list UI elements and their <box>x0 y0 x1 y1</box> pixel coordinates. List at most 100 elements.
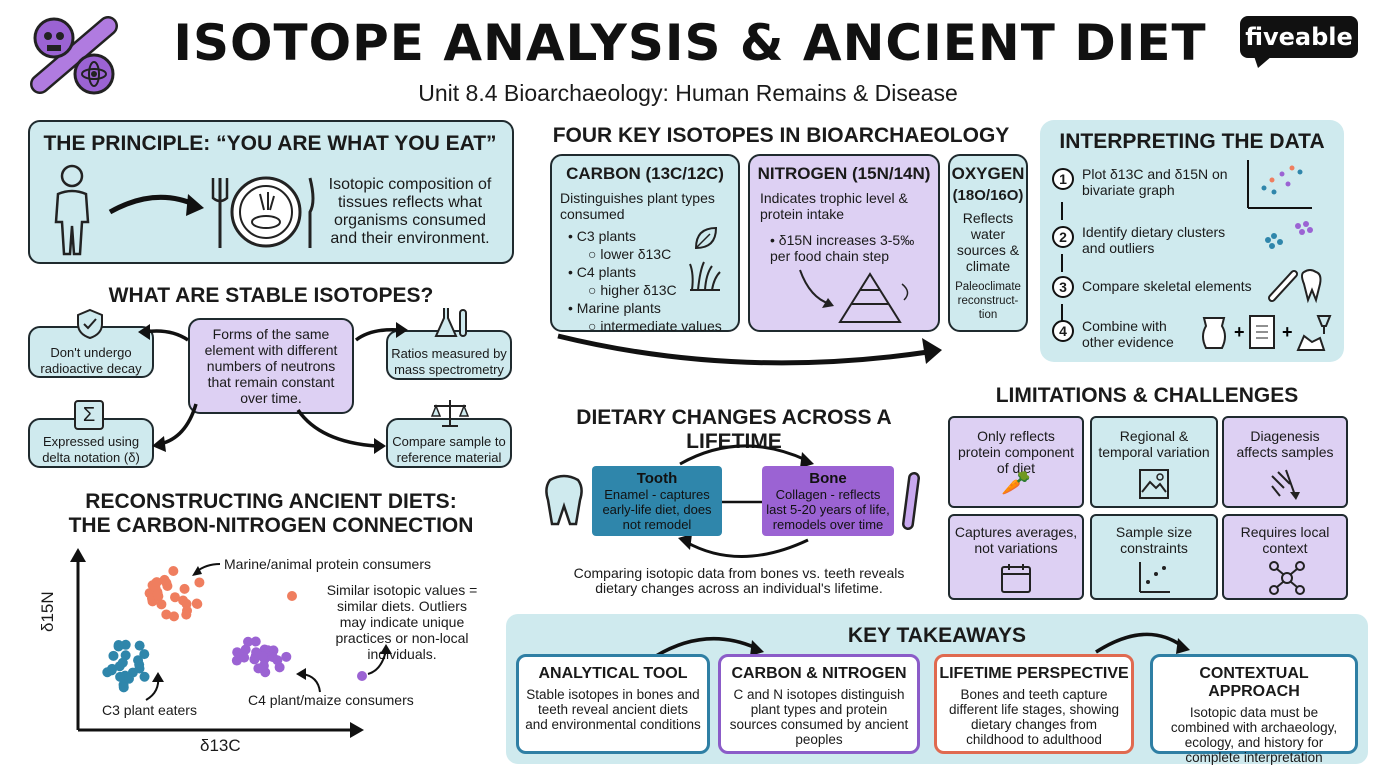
step-text: Plot δ13C and δ15N on bivariate graph <box>1082 166 1228 198</box>
c4-point <box>239 652 250 663</box>
takeaway-text: Stable isotopes in bones and teeth revea… <box>525 687 701 732</box>
takeaway-title: CONTEXTUAL APPROACH <box>1199 665 1309 700</box>
page-subtitle: Unit 8.4 Bioarchaeology: Human Remains &… <box>418 80 958 106</box>
bone-box: Bone Collagen - reflects last 5-20 years… <box>762 466 894 536</box>
nitrogen-bullet: • δ15N increases 3-5‰ per food chain ste… <box>770 232 915 264</box>
brand-badge: fiveable <box>1240 16 1358 68</box>
four-title: FOUR KEY ISOTOPES IN BIOARCHAEOLOGY <box>552 124 1010 147</box>
tooth-box: Tooth Enamel - captures early-life diet,… <box>592 466 722 536</box>
carbon-card: CARBON (13C/12C) Distinguishes plant typ… <box>550 154 740 334</box>
bone-title: Bone <box>809 470 847 487</box>
carbon-item-1-sub: ○ lower δ13C <box>588 246 672 262</box>
label-c3: C3 plant eaters <box>102 702 197 718</box>
step-text: Identify dietary clusters and outliers <box>1082 224 1226 256</box>
marine-point <box>159 574 170 585</box>
oxygen-card: OXYGEN (18O/16O) Reflects water sources … <box>948 154 1028 332</box>
food-icon: 🥕 <box>1001 470 1031 497</box>
c3-point <box>117 657 128 668</box>
marine-point <box>194 577 205 588</box>
takeaway-text: Isotopic data must be combined with arch… <box>1170 705 1338 765</box>
limit-card-3: Diagenesis affects samples <box>1222 416 1348 508</box>
person-icon <box>48 164 96 256</box>
clusters-icon <box>1262 218 1316 254</box>
marine-point <box>169 611 180 622</box>
shield-icon <box>76 308 104 340</box>
reconstruct-title-2: THE CARBON-NITROGEN CONNECTION <box>68 514 474 537</box>
carbon-item-3-sub: ○ intermediate values <box>588 318 722 334</box>
stable-tl-text: Don't undergo radioactive decay <box>40 345 142 376</box>
takeaway-card-4: CONTEXTUAL APPROACH Isotopic data must b… <box>1150 654 1358 765</box>
limit-text: Captures averages, not variations <box>954 524 1078 556</box>
c3-point <box>118 682 129 693</box>
carbon-desc: Distinguishes plant types consumed <box>560 190 715 222</box>
stable-arrows <box>138 322 408 454</box>
carbon-title: CARBON (13C/12C) <box>566 164 724 183</box>
plate-icon <box>210 172 322 252</box>
c3-point <box>139 671 150 682</box>
outlier-point <box>357 671 367 681</box>
step-number: 3 <box>1052 276 1074 298</box>
leaf-icon <box>692 224 720 252</box>
bone-desc: Collagen - reflects last 5-20 years of l… <box>766 487 890 532</box>
limit-text: Diagenesis affects samples <box>1236 428 1334 460</box>
sigma-icon: Σ <box>74 400 104 430</box>
marine-point <box>156 599 167 610</box>
bone-icon <box>896 470 926 532</box>
lab-flask-icon <box>432 306 472 340</box>
step-text: Compare skeletal elements <box>1082 278 1252 294</box>
scatter-small-icon <box>1136 560 1172 596</box>
brand-name: fiveable <box>1245 23 1353 51</box>
c4-point <box>281 651 292 662</box>
y-axis-label: δ15N <box>38 591 57 632</box>
lifetime-caption: Comparing isotopic data from bones vs. t… <box>573 565 905 596</box>
limit-text: Regional & temporal variation <box>1098 428 1210 460</box>
label-marine: Marine/animal protein consumers <box>224 556 431 572</box>
c3-point <box>115 671 126 682</box>
c4-point <box>250 636 261 647</box>
carbon-item-3: • Marine plants <box>568 300 661 316</box>
c4-point <box>272 655 283 666</box>
c3-point <box>108 650 119 661</box>
oxygen-title: OXYGEN <box>951 164 1025 183</box>
oxygen-desc: Reflects water sources & climate <box>956 210 1020 274</box>
c3-point <box>113 640 124 651</box>
oxygen-note: Paleoclimate reconstruct-tion <box>955 281 1021 321</box>
evidence-icons: ++ <box>1200 312 1340 356</box>
takeaway-title: ANALYTICAL TOOL <box>538 665 688 682</box>
bivariate-plot-icon <box>1244 158 1314 214</box>
limit-card-2: Regional & temporal variation <box>1090 416 1218 508</box>
c3-point <box>139 649 150 660</box>
limit-card-4: Captures averages, not variations <box>948 514 1084 600</box>
carbon-item-1: • C3 plants <box>568 228 636 244</box>
interpret-panel: INTERPRETING THE DATA 1 Plot δ13C and δ1… <box>1040 120 1344 362</box>
decay-icon <box>1268 468 1302 502</box>
stable-center-box: Forms of the same element with different… <box>188 318 354 414</box>
marine-point <box>152 589 163 600</box>
takeaway-text: C and N isotopes distinguish plant types… <box>729 687 909 747</box>
label-c4: C4 plant/maize consumers <box>248 692 414 708</box>
stable-title: WHAT ARE STABLE ISOTOPES? <box>108 284 434 307</box>
bone-tooth-icon <box>1266 266 1324 304</box>
svg-text:+: + <box>1282 322 1293 342</box>
takeaway-text: Bones and teeth capture different life s… <box>948 687 1120 747</box>
nitrogen-card: NITROGEN (15N/14N) Indicates trophic lev… <box>748 154 940 332</box>
landscape-icon <box>1138 468 1170 500</box>
limit-text: Only reflects protein component of diet <box>958 428 1074 476</box>
scatter-points <box>102 566 367 693</box>
principle-text: Isotopic composition of tissues reflects… <box>328 176 492 247</box>
c4-point <box>258 660 269 671</box>
interpret-step-1: 1 Plot δ13C and δ15N on bivariate graph <box>1052 166 1252 198</box>
limit-card-6: Requires local context <box>1222 514 1348 600</box>
marine-point <box>161 609 172 620</box>
c4-point <box>232 647 243 658</box>
stable-tr-box: Ratios measured by mass spectrometry <box>386 330 512 380</box>
c3-point <box>134 659 145 670</box>
interpret-step-3: 3 Compare skeletal elements <box>1052 274 1272 298</box>
principle-panel: THE PRINCIPLE: “YOU ARE WHAT YOU EAT” Is… <box>28 120 514 264</box>
c3-point <box>120 639 131 650</box>
stable-tr-text: Ratios measured by mass spectrometry <box>391 346 507 377</box>
oxygen-sub: (18O/16O) <box>952 187 1024 204</box>
principle-title: THE PRINCIPLE: “YOU ARE WHAT YOU EAT” <box>43 132 497 155</box>
takeaways-title: KEY TAKEAWAYS <box>847 624 1027 647</box>
tooth-icon <box>544 474 584 528</box>
